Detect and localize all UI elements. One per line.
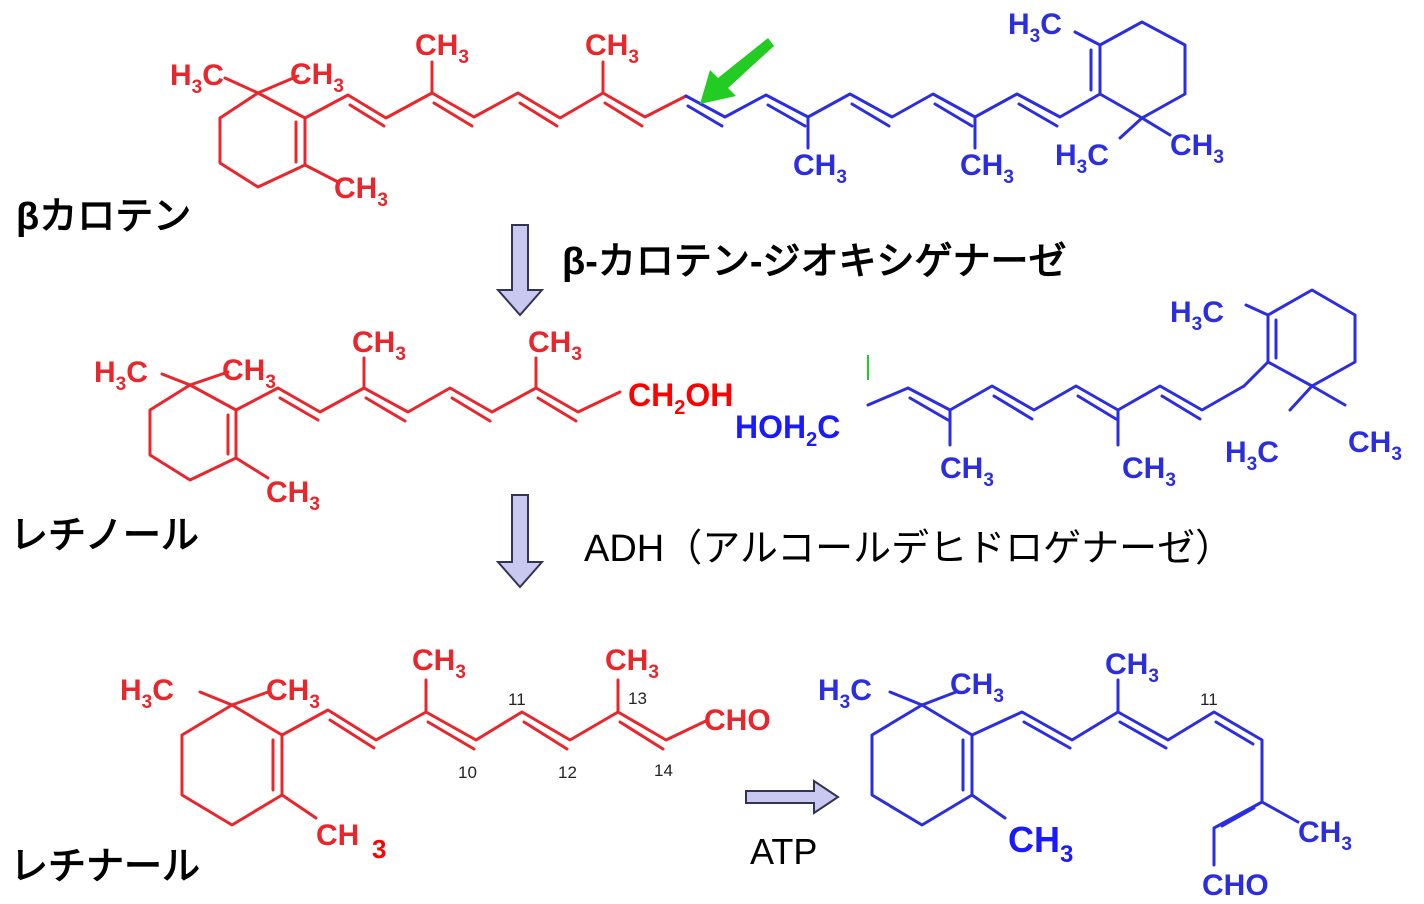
- retinol-red-structure: H3C CH3 CH3 CH3 CH3 CH2OH: [94, 326, 733, 515]
- retinal-red-structure: H3C CH3 CH3 CH3 CHO CH 3 11 13 10 12 14: [120, 644, 771, 864]
- svg-text:CH3: CH3: [415, 29, 469, 68]
- green-arrow-icon: [700, 38, 774, 104]
- down-arrow-icon: [495, 494, 545, 589]
- svg-text:CH3: CH3: [412, 644, 466, 683]
- beta-carotene-label: βカロテン: [16, 196, 192, 238]
- svg-text:CH3: CH3: [352, 326, 406, 365]
- svg-text:H3C: H3C: [170, 59, 224, 98]
- svg-text:3: 3: [372, 834, 386, 864]
- svg-text:CHO: CHO: [704, 704, 771, 737]
- svg-text:CH3: CH3: [940, 452, 994, 491]
- svg-text:CH3: CH3: [950, 668, 1004, 707]
- svg-text:CH3: CH3: [1348, 426, 1402, 465]
- svg-text:CH3: CH3: [1170, 129, 1224, 168]
- svg-text:CH3: CH3: [334, 172, 388, 211]
- svg-text:CH3: CH3: [1122, 452, 1176, 491]
- svg-text:H3C: H3C: [1055, 139, 1109, 178]
- svg-text:14: 14: [654, 761, 673, 780]
- svg-text:11: 11: [508, 690, 526, 709]
- retinal-label: レチナール: [10, 846, 201, 888]
- svg-text:CH: CH: [316, 819, 359, 852]
- beta-carotene-structure: H3C CH3 CH3 CH3 CH3 H3C CH3 CH3 H3C CH3: [170, 8, 1224, 211]
- svg-text:CH3: CH3: [266, 476, 320, 515]
- atp-label: ATP: [750, 831, 818, 872]
- svg-text:HOH2C: HOH2C: [735, 409, 840, 451]
- right-arrow-icon: [745, 779, 840, 815]
- svg-text:10: 10: [458, 763, 477, 782]
- svg-text:13: 13: [628, 689, 647, 708]
- down-arrow-icon: [495, 224, 545, 317]
- svg-text:CH3: CH3: [1105, 648, 1159, 687]
- svg-text:CH3: CH3: [605, 644, 659, 683]
- svg-text:CH3: CH3: [290, 58, 344, 97]
- svg-text:H3C: H3C: [94, 356, 148, 395]
- svg-text:H3C: H3C: [818, 674, 872, 713]
- svg-text:11: 11: [1200, 690, 1218, 709]
- enzyme1-label: β-カロテン-ジオキシゲナーゼ: [562, 241, 1067, 283]
- svg-text:CH3: CH3: [960, 149, 1014, 188]
- retinol-blue-structure: H3C CH3 CH3 H3C CH3 HOH2C: [735, 288, 1402, 491]
- svg-text:CH3: CH3: [266, 674, 320, 713]
- svg-text:H3C: H3C: [1170, 296, 1224, 335]
- svg-text:H3C: H3C: [120, 674, 174, 713]
- svg-text:H3C: H3C: [1225, 436, 1279, 475]
- svg-text:12: 12: [558, 763, 577, 782]
- svg-text:CH3: CH3: [585, 29, 639, 68]
- svg-text:CH3: CH3: [1008, 819, 1073, 868]
- retinol-label: レチノール: [10, 515, 199, 557]
- enzyme2-label: ADH（アルコールデヒドロゲナーゼ）: [584, 528, 1234, 570]
- svg-text:H3C: H3C: [1008, 8, 1062, 47]
- retinal-blue-structure: H3C CH3 CH3 11 CH3 CHO CH3: [818, 648, 1352, 902]
- svg-text:CHO: CHO: [1202, 869, 1269, 902]
- svg-text:CH3: CH3: [793, 149, 847, 188]
- svg-text:CH3: CH3: [222, 354, 276, 393]
- svg-text:CH3: CH3: [1298, 816, 1352, 855]
- svg-text:CH2OH: CH2OH: [628, 377, 733, 419]
